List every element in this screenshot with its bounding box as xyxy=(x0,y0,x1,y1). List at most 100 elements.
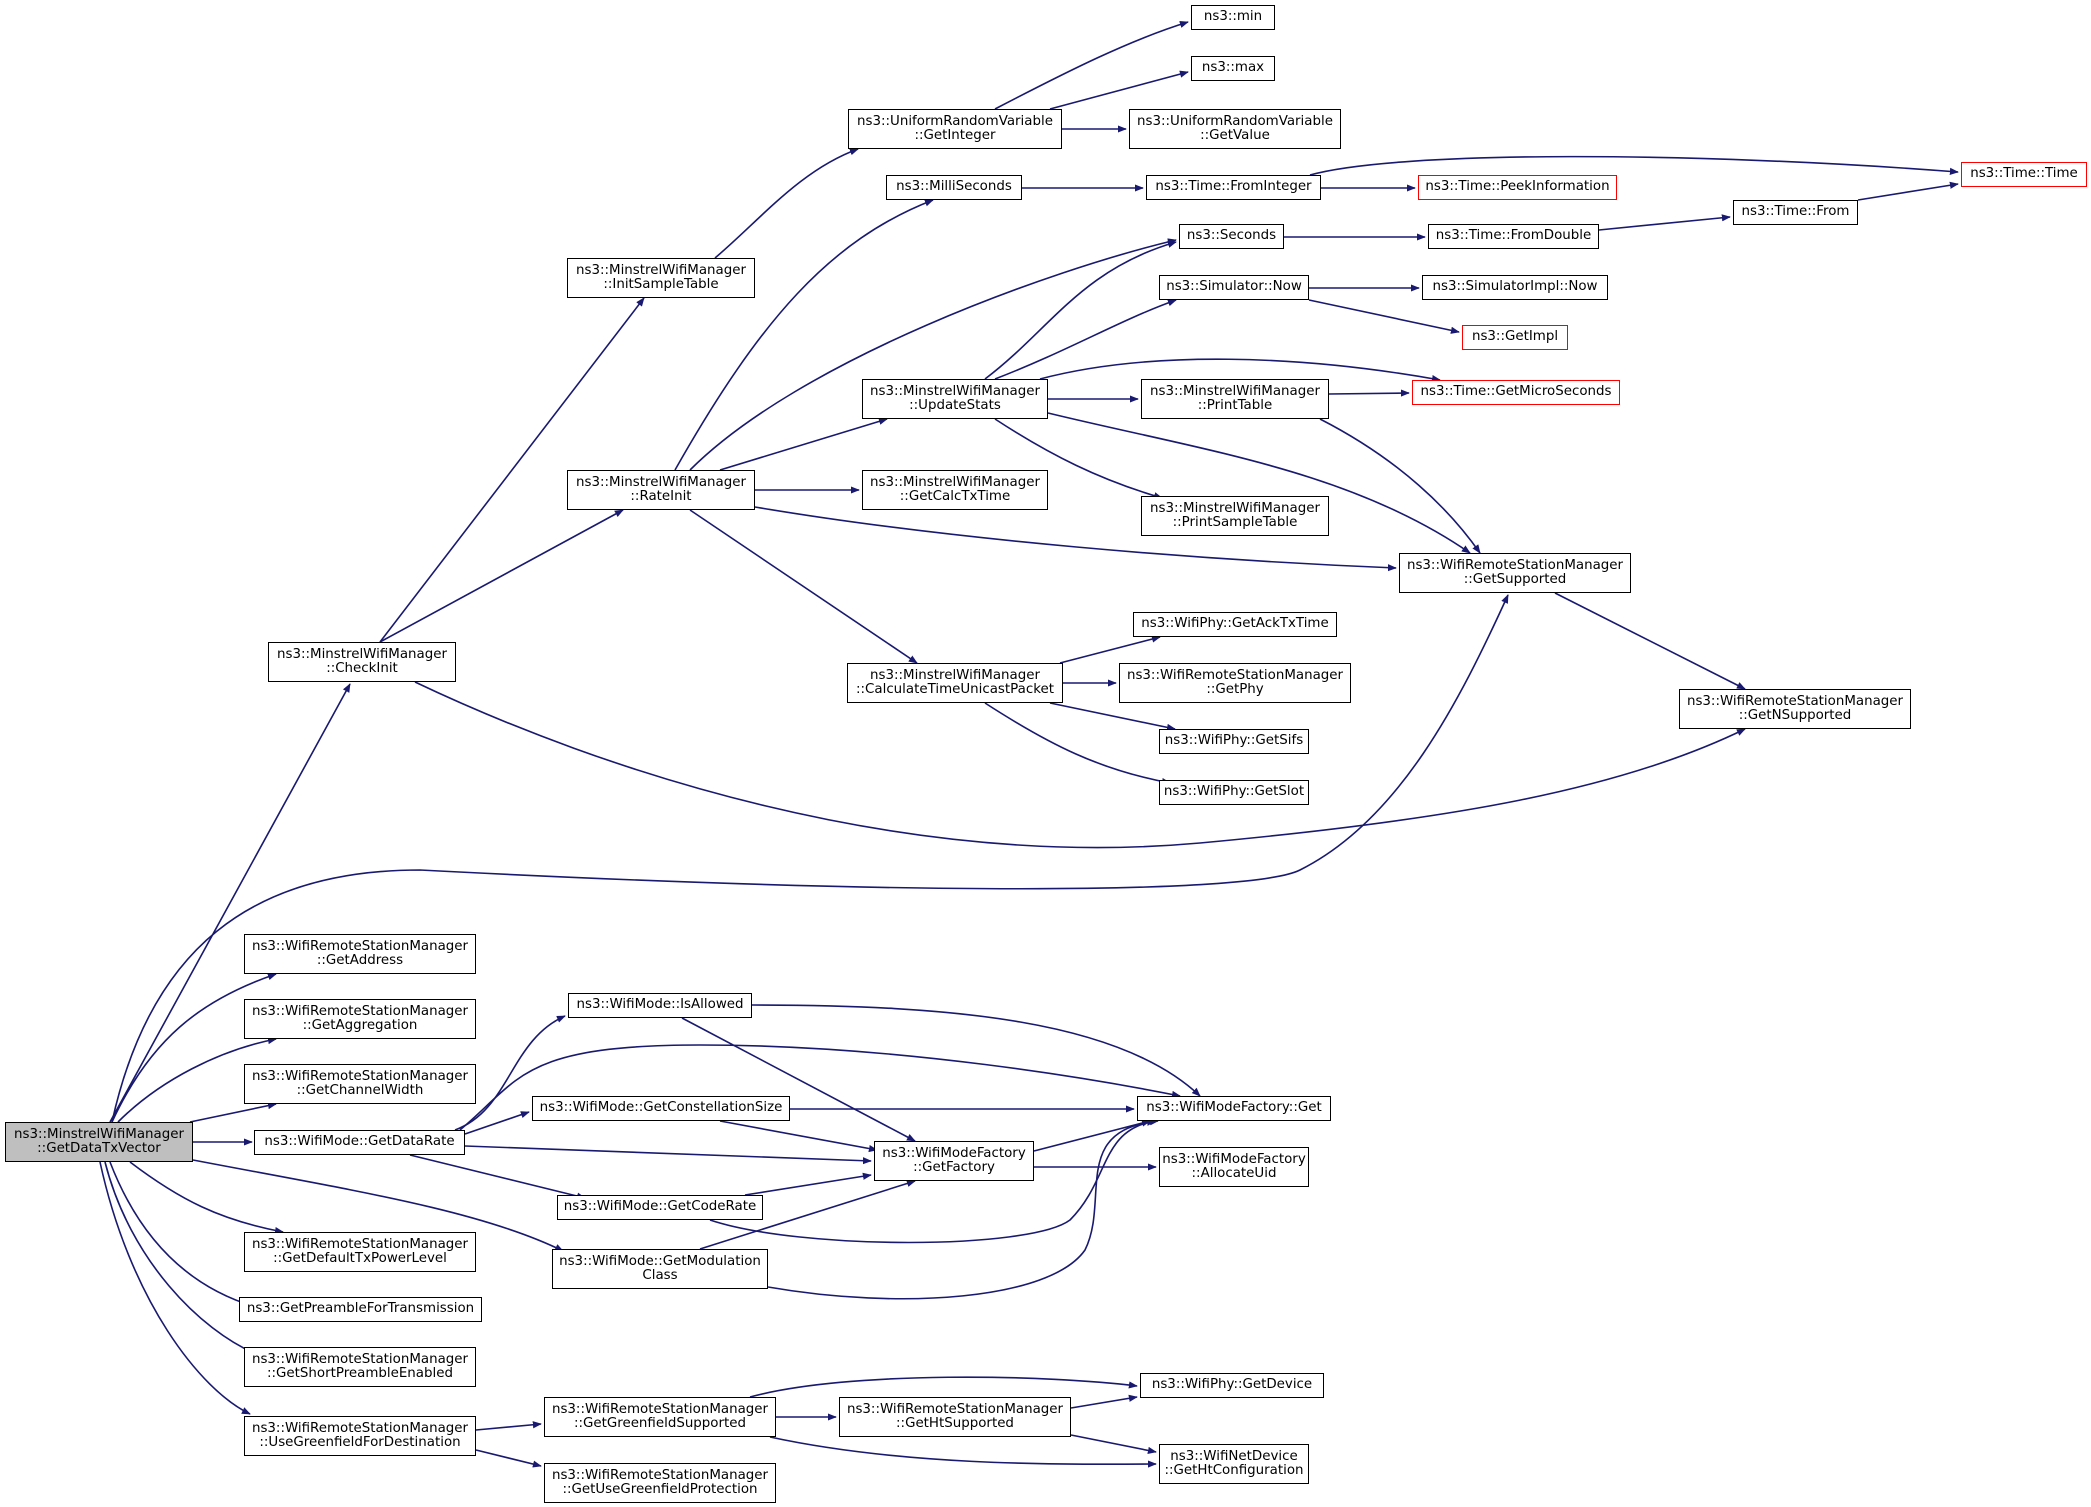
node-rateinit[interactable]: ns3::MinstrelWifiManager::RateInit xyxy=(567,470,755,510)
edge-gethtsupported-gethtconfiguration xyxy=(1070,1434,1157,1454)
node-label-line: ns3::MinstrelWifiManager xyxy=(1150,383,1320,399)
edge-root-getdefaulttxpowerlevel xyxy=(129,1161,284,1235)
node-getdatarate[interactable]: ns3::WifiMode::GetDataRate xyxy=(254,1130,465,1155)
node-time-from[interactable]: ns3::Time::From xyxy=(1733,200,1858,225)
node-label-line: ns3::WifiRemoteStationManager xyxy=(251,938,469,954)
node-label-line: ::PrintSampleTable xyxy=(1172,515,1298,530)
node-gethtconfiguration[interactable]: ns3::WifiNetDevice::GetHtConfiguration xyxy=(1159,1444,1309,1484)
node-printtable[interactable]: ns3::MinstrelWifiManager::PrintTable xyxy=(1141,379,1329,419)
node-label-line: ns3::WifiPhy::GetAckTxTime xyxy=(1141,616,1329,632)
node-getshortpreamble[interactable]: ns3::WifiRemoteStationManager::GetShortP… xyxy=(244,1347,476,1387)
node-allocateuid[interactable]: ns3::WifiModeFactory::AllocateUid xyxy=(1159,1147,1309,1187)
node-checkinit[interactable]: ns3::MinstrelWifiManager::CheckInit xyxy=(268,642,456,682)
node-label-line: ns3::WifiRemoteStationManager xyxy=(846,1401,1064,1417)
node-getconstellationsize[interactable]: ns3::WifiMode::GetConstellationSize xyxy=(532,1096,790,1121)
node-label-line: ns3::WifiRemoteStationManager xyxy=(251,1236,469,1252)
edge-usegreenfield-getusegreenfieldprotection xyxy=(475,1449,542,1468)
node-wmf-get[interactable]: ns3::WifiModeFactory::Get xyxy=(1137,1096,1331,1121)
edge-updatestats-getsupported xyxy=(1047,412,1471,554)
edge-root-getaggregation xyxy=(117,1037,277,1123)
node-label-line: Class xyxy=(642,1268,678,1283)
node-printsampletable[interactable]: ns3::MinstrelWifiManager::PrintSampleTab… xyxy=(1141,496,1329,536)
node-getphy[interactable]: ns3::WifiRemoteStationManager::GetPhy xyxy=(1119,663,1351,703)
node-getacktxtime[interactable]: ns3::WifiPhy::GetAckTxTime xyxy=(1133,612,1337,637)
node-gethtsupported[interactable]: ns3::WifiRemoteStationManager::GetHtSupp… xyxy=(839,1397,1071,1437)
node-getmicroseconds[interactable]: ns3::Time::GetMicroSeconds xyxy=(1412,380,1620,405)
node-updatestats[interactable]: ns3::MinstrelWifiManager::UpdateStats xyxy=(862,379,1048,419)
node-label-line: ns3::MinstrelWifiManager xyxy=(576,474,746,490)
node-label-line: ns3::WifiModeFactory::Get xyxy=(1146,1100,1322,1116)
node-label-line: ::InitSampleTable xyxy=(603,277,719,292)
node-label-line: ns3::MinstrelWifiManager xyxy=(870,667,1040,683)
edge-getmodulationclass-wmf_get xyxy=(767,1118,1159,1300)
edge-rateinit-getsupported xyxy=(754,506,1397,572)
node-getchannelwidth[interactable]: ns3::WifiRemoteStationManager::GetChanne… xyxy=(244,1064,476,1104)
edge-root-getmodulationclass xyxy=(192,1159,564,1252)
node-label-line: ns3::WifiModeFactory xyxy=(882,1145,1026,1161)
node-peekinformation[interactable]: ns3::Time::PeekInformation xyxy=(1418,175,1617,200)
edge-isallowed-wmf_get xyxy=(751,1004,1201,1097)
node-usegreenfield[interactable]: ns3::WifiRemoteStationManager::UseGreenf… xyxy=(244,1416,476,1456)
node-getaddress[interactable]: ns3::WifiRemoteStationManager::GetAddres… xyxy=(244,934,476,974)
node-label-line: ns3::min xyxy=(1203,9,1263,25)
node-label-line: ns3::Time::From xyxy=(1741,204,1850,220)
node-initsampletable[interactable]: ns3::MinstrelWifiManager::InitSampleTabl… xyxy=(567,258,755,298)
node-getsupported[interactable]: ns3::WifiRemoteStationManager::GetSuppor… xyxy=(1399,553,1631,593)
edge-printtable-getmicroseconds xyxy=(1328,389,1410,397)
node-getpreamble[interactable]: ns3::GetPreambleForTransmission xyxy=(239,1297,482,1322)
node-label-line: ns3::Seconds xyxy=(1186,228,1277,244)
node-time-time[interactable]: ns3::Time::Time xyxy=(1961,162,2087,187)
node-getslot[interactable]: ns3::WifiPhy::GetSlot xyxy=(1159,780,1309,805)
node-label-line: ::GetChannelWidth xyxy=(296,1083,424,1098)
node-getsifs[interactable]: ns3::WifiPhy::GetSifs xyxy=(1159,729,1309,754)
node-label-line: ::GetDefaultTxPowerLevel xyxy=(273,1251,447,1266)
node-getaggregation[interactable]: ns3::WifiRemoteStationManager::GetAggreg… xyxy=(244,999,476,1039)
node-time-frominteger[interactable]: ns3::Time::FromInteger xyxy=(1146,175,1321,200)
node-getcalctxtime[interactable]: ns3::MinstrelWifiManager::GetCalcTxTime xyxy=(862,470,1048,510)
node-label-line: ::GetInteger xyxy=(914,128,996,143)
node-label-line: ns3::WifiRemoteStationManager xyxy=(251,1351,469,1367)
node-getgreenfieldsupported[interactable]: ns3::WifiRemoteStationManager::GetGreenf… xyxy=(544,1397,776,1437)
node-getdevice[interactable]: ns3::WifiPhy::GetDevice xyxy=(1140,1373,1324,1398)
node-simulatorimpl-now[interactable]: ns3::SimulatorImpl::Now xyxy=(1422,275,1608,300)
node-label-line: ns3::WifiMode::GetDataRate xyxy=(264,1134,455,1150)
node-label-line: ::AllocateUid xyxy=(1191,1166,1277,1181)
node-getfactory[interactable]: ns3::WifiModeFactory::GetFactory xyxy=(874,1141,1034,1181)
edge-urv_getinteger-min xyxy=(994,20,1189,110)
edge-checkinit-initsampletable xyxy=(379,297,645,643)
node-label-line: ns3::WifiMode::GetConstellationSize xyxy=(539,1100,783,1116)
edge-root-checkinit xyxy=(109,683,351,1123)
node-getnsupported[interactable]: ns3::WifiRemoteStationManager::GetNSuppo… xyxy=(1679,689,1911,729)
node-time-fromdouble[interactable]: ns3::Time::FromDouble xyxy=(1428,224,1599,249)
node-label-line: ns3::WifiPhy::GetSlot xyxy=(1163,784,1305,800)
edge-simulator_now-getimpl xyxy=(1308,299,1460,334)
node-getcoderate[interactable]: ns3::WifiMode::GetCodeRate xyxy=(557,1195,763,1220)
node-calculatetime[interactable]: ns3::MinstrelWifiManager::CalculateTimeU… xyxy=(847,663,1063,703)
node-label-line: ::GetCalcTxTime xyxy=(899,489,1011,504)
node-label-line: ::GetAddress xyxy=(316,953,404,968)
node-label-line: ::GetAggregation xyxy=(302,1018,418,1033)
edge-calculatetime-getacktxtime xyxy=(1059,635,1161,664)
node-milliseconds[interactable]: ns3::MilliSeconds xyxy=(886,175,1022,200)
node-getusegreenfieldprotection[interactable]: ns3::WifiRemoteStationManager::GetUseGre… xyxy=(544,1463,776,1503)
node-label-line: ns3::Time::FromInteger xyxy=(1155,179,1312,195)
edge-getgreenfieldsupported-getdevice xyxy=(749,1376,1138,1398)
node-label-line: ns3::max xyxy=(1201,60,1265,76)
node-urv-getinteger[interactable]: ns3::UniformRandomVariable::GetInteger xyxy=(848,109,1062,149)
node-max[interactable]: ns3::max xyxy=(1191,56,1275,81)
node-isallowed[interactable]: ns3::WifiMode::IsAllowed xyxy=(568,993,752,1018)
node-getdefaulttxpowerlevel[interactable]: ns3::WifiRemoteStationManager::GetDefaul… xyxy=(244,1232,476,1272)
node-label-line: ::GetHtConfiguration xyxy=(1164,1463,1304,1478)
node-label-line: ns3::WifiRemoteStationManager xyxy=(251,1003,469,1019)
node-seconds[interactable]: ns3::Seconds xyxy=(1179,224,1284,249)
node-min[interactable]: ns3::min xyxy=(1191,5,1275,30)
edge-checkinit-rateinit xyxy=(379,509,624,643)
edge-rateinit-seconds xyxy=(689,238,1177,471)
edge-rateinit-calculatetime xyxy=(689,509,918,664)
node-urv-getvalue[interactable]: ns3::UniformRandomVariable::GetValue xyxy=(1129,109,1341,149)
node-label-line: ns3::WifiRemoteStationManager xyxy=(1126,667,1344,683)
node-getimpl[interactable]: ns3::GetImpl xyxy=(1462,325,1568,350)
node-simulator-now[interactable]: ns3::Simulator::Now xyxy=(1159,275,1309,300)
